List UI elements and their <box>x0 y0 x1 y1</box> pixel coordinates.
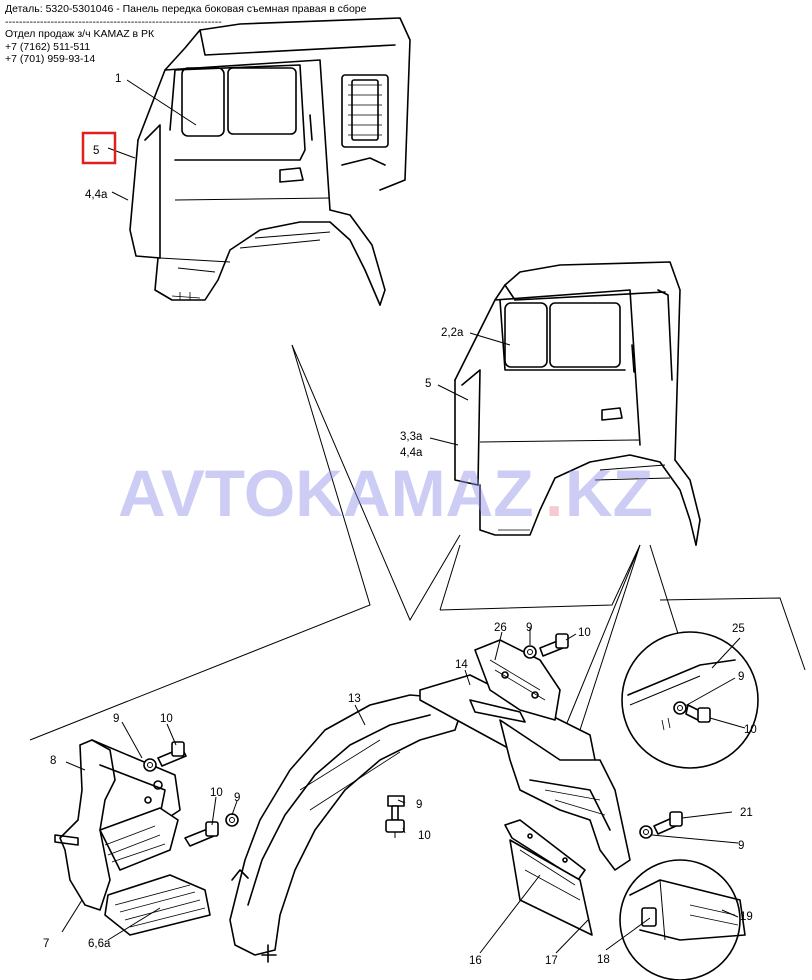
leader-lines <box>29 344 806 741</box>
callout-label: 13 <box>348 693 361 705</box>
detail-title: Деталь: 5320-5301046 - Панель передка бо… <box>5 3 367 15</box>
callout-label-highlighted: 5 <box>93 145 99 157</box>
callout-label: 9 <box>738 671 744 683</box>
callout-label: 2,2a <box>441 327 464 339</box>
bolt-set-top <box>523 633 569 659</box>
callout-label: 10 <box>418 830 431 842</box>
callout-label: 9 <box>113 713 119 725</box>
callout-label: 1 <box>115 73 121 85</box>
callout-label: 10 <box>578 627 591 639</box>
watermark-text-dot: . <box>545 456 563 530</box>
callout-label: 9 <box>234 792 240 804</box>
callout-label: 9 <box>738 840 744 852</box>
callout-label: 8 <box>50 755 56 767</box>
callout-label: 4,4a <box>85 189 108 201</box>
callout-label: 3,3a <box>400 431 423 443</box>
detail-zoom-25 <box>621 631 759 769</box>
phone-number-1: +7 (7162) 511-511 <box>5 40 91 53</box>
bolt-set-center <box>385 795 405 838</box>
sales-department: Отдел продаж з/ч KAMAZ в РК <box>5 28 155 40</box>
cab-drawing-top <box>129 17 411 306</box>
detail-zoom-19 <box>619 859 746 980</box>
callout-label: 18 <box>597 954 610 966</box>
callout-label: 25 <box>732 623 745 635</box>
callout-label: 19 <box>740 911 753 923</box>
callout-label: 16 <box>469 955 482 967</box>
cab-drawing-middle <box>454 261 701 546</box>
fender-assembly-14 <box>419 639 631 871</box>
callout-label: 9 <box>416 799 422 811</box>
callout-label: 10 <box>210 787 223 799</box>
callout-label: 10 <box>160 713 173 725</box>
phone-number-2: +7 (701) 959-93-14 <box>5 53 96 65</box>
callout-label: 7 <box>43 938 49 950</box>
callout-labels: 1 5 4,4a 2,2a 5 3,3a 4,4a 26 9 10 14 25 … <box>43 73 757 967</box>
bolt-set-left <box>143 741 239 847</box>
callout-label: 17 <box>545 955 558 967</box>
callout-label: 21 <box>740 807 753 819</box>
step-bracket-assembly <box>54 739 211 936</box>
wheel-arch-13 <box>229 694 461 963</box>
callout-label: 10 <box>744 724 757 736</box>
watermark-text-suffix: KZ <box>565 456 653 530</box>
callout-label: 4,4a <box>400 447 423 459</box>
part-info-header: Деталь: 5320-5301046 - Панель передка бо… <box>5 3 366 66</box>
watermark-text-main: AVTOKAMAZ <box>118 456 534 530</box>
callout-leaders <box>61 79 746 954</box>
callout-label: 26 <box>494 622 507 634</box>
highlight-box-part-5 <box>81 131 117 165</box>
callout-label: 6,6a <box>88 938 111 950</box>
separator-line: ----------------------------------------… <box>5 15 222 28</box>
callout-label: 9 <box>526 622 532 634</box>
mud-flap-assembly <box>504 819 593 936</box>
bolt-set-right <box>639 811 683 839</box>
watermark: AVTOKAMAZ . KZ <box>118 456 653 530</box>
callout-label: 14 <box>455 659 468 671</box>
callout-label: 5 <box>425 378 431 390</box>
